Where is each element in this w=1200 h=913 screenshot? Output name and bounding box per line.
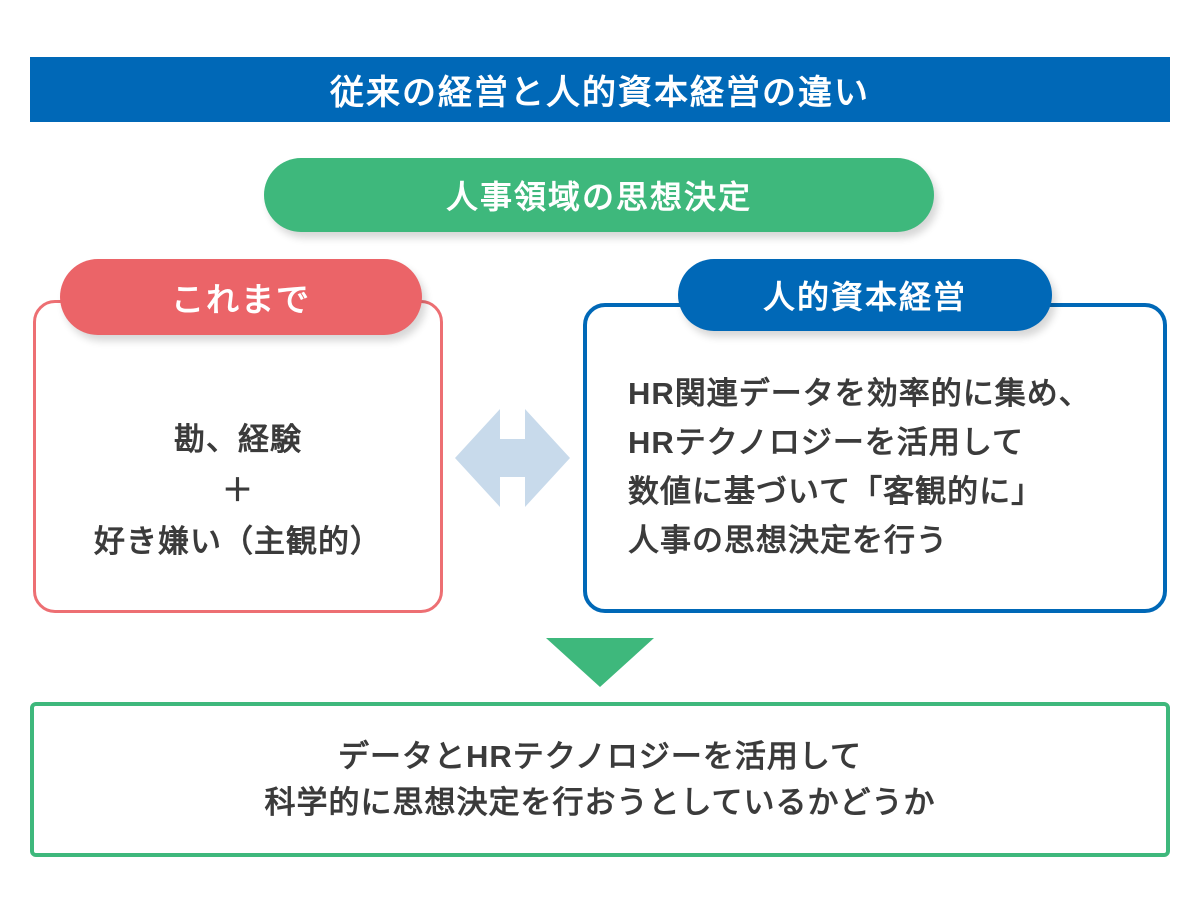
down-arrow-icon [546, 638, 654, 687]
decision-domain-pill: 人事領域の思想決定 [264, 158, 934, 232]
decision-domain-label: 人事領域の思想決定 [445, 179, 752, 215]
traditional-management-content: 勘、経験 ＋ 好き嫌い（主観的） [36, 391, 440, 590]
traditional-line-2: 好き嫌い（主観的） [94, 524, 382, 559]
left-right-arrow-icon [455, 409, 570, 507]
human-capital-content: HR関連データを効率的に集め、 HRテクノロジーを活用して 数値に基づいて「客観… [628, 369, 1143, 565]
conclusion-line-1: データとHRテクノロジーを活用して [338, 738, 862, 774]
human-capital-line-3: 数値に基づいて「客観的に」 [628, 474, 1044, 509]
traditional-management-box: 勘、経験 ＋ 好き嫌い（主観的） [33, 300, 443, 613]
human-capital-line-2: HRテクノロジーを活用して [628, 425, 1024, 460]
traditional-management-label: これまで [171, 281, 311, 318]
human-capital-label: 人的資本経営 [762, 279, 967, 315]
human-capital-box: HR関連データを効率的に集め、 HRテクノロジーを活用して 数値に基づいて「客観… [583, 303, 1167, 613]
page-title: 従来の経営と人的資本経営の違い [330, 74, 870, 112]
conclusion-box: データとHRテクノロジーを活用して 科学的に思想決定を行おうとしているかどうか [30, 702, 1170, 857]
human-capital-line-4: 人事の思想決定を行う [628, 523, 948, 558]
title-banner: 従来の経営と人的資本経営の違い [30, 57, 1170, 122]
human-capital-pill: 人的資本経営 [678, 259, 1052, 331]
plus-sign: ＋ [222, 473, 254, 508]
human-capital-line-1: HR関連データを効率的に集め、 [628, 376, 1091, 411]
conclusion-line-2: 科学的に思想決定を行おうとしているかどうか [264, 784, 936, 820]
traditional-management-pill: これまで [60, 259, 422, 335]
traditional-line-1: 勘、経験 [174, 422, 302, 457]
